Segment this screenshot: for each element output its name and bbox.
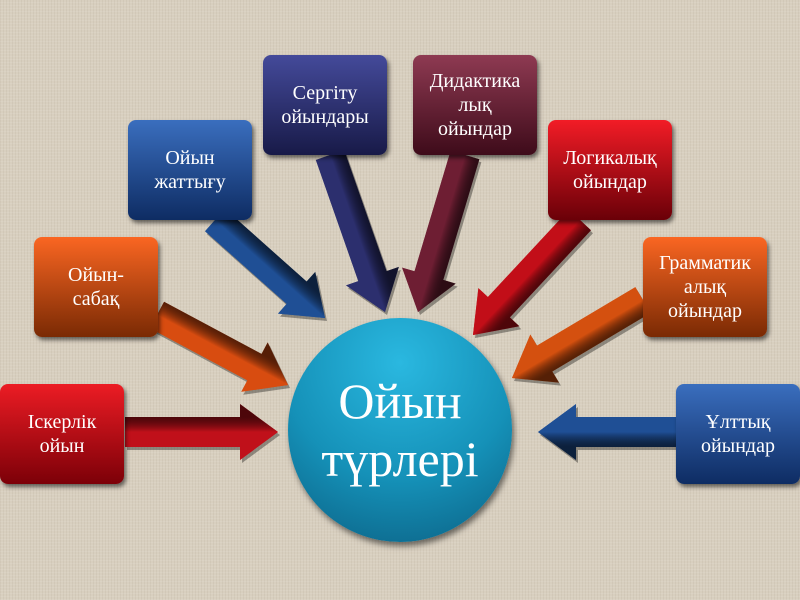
arrow-shade-2 [205,208,325,318]
arrow-shade-5 [473,209,591,335]
node-oyin-sabaq: Ойын- сабақ [34,237,158,337]
arrow-shade-7 [538,404,676,460]
arrow-shade-4 [402,150,480,312]
node-grammatikalyq-oyindar: Грамматик алық ойындар [643,237,767,337]
arrow-shade-0 [125,404,278,460]
arrow-shade-6 [512,287,651,383]
arrow-shade-1 [149,301,288,392]
node-logikalyq-oyindar: Логикалық ойындар [548,120,672,220]
node-sergitu-oyindary: Сергіту ойындары [263,55,387,155]
node-iskerlik-oyin: Іскерлік ойын [0,384,124,484]
arrow-shade-3 [315,150,399,312]
node-ulttyq-oyindar: Ұлттық ойындар [676,384,800,484]
node-oyin-zhattygu: Ойын жаттығу [128,120,252,220]
center-node-oyin-turleri: Ойын түрлері [288,318,512,542]
node-didaktikalyq-oyindar: Дидактика лық ойындар [413,55,537,155]
